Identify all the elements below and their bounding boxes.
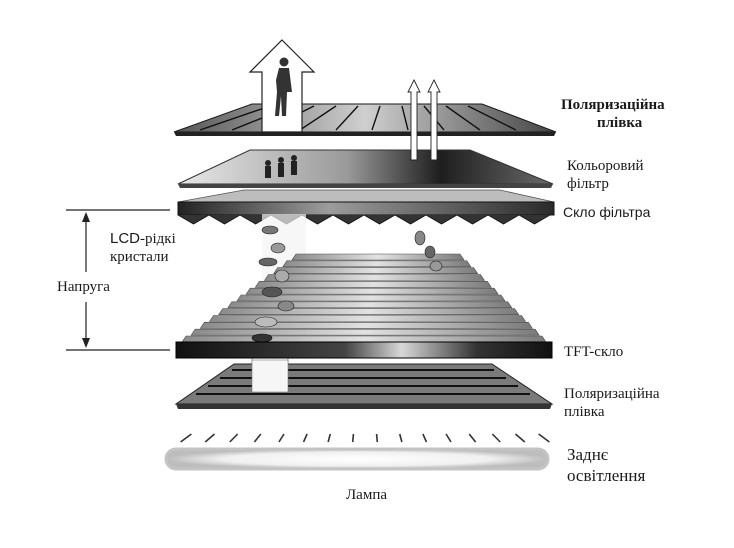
top-polarizer-layer: [173, 103, 557, 136]
filter-glass-teeth: [177, 214, 554, 225]
backlight-ray: [514, 433, 526, 443]
label-color-filter: Кольоровий фільтр: [567, 158, 644, 192]
figure-silhouettes: [265, 155, 297, 178]
label-backlight: Заднє освітлення: [567, 445, 646, 485]
backlight-ray: [468, 433, 477, 443]
backlight-ray: [180, 433, 192, 443]
backlight-ray: [398, 433, 403, 443]
crystal-rib: [236, 294, 506, 302]
crystal-rib: [263, 274, 486, 281]
crystal-rib: [282, 260, 472, 268]
backlight-ray: [491, 433, 501, 443]
label-lamp: Лампа: [346, 487, 388, 503]
liquid-crystal-layer: [181, 253, 547, 343]
viewer-figure: [275, 57, 292, 116]
crystal-rib: [254, 281, 492, 288]
crystal-rib: [190, 328, 540, 336]
bottom-polarizer-layer: [174, 359, 554, 409]
light-output-arrows-small: [407, 78, 441, 161]
backlight-ray: [302, 433, 308, 443]
backlight-ray: [538, 433, 550, 443]
crystal-rib: [208, 315, 527, 322]
crystal-rib: [218, 308, 520, 315]
crystal-molecules: [251, 225, 443, 343]
crystal-rib: [245, 287, 499, 295]
tft-glass-layer: [175, 341, 553, 359]
backlight-ray: [327, 433, 332, 443]
crystal-rib: [227, 301, 513, 309]
backlight-ray: [445, 433, 452, 443]
crystal-rib: [199, 322, 533, 329]
label-voltage: Напруга: [57, 279, 110, 295]
label-tft-glass: TFT-скло: [564, 344, 624, 360]
filter-glass-layer: [177, 189, 555, 225]
backlight-ray: [229, 433, 239, 443]
crystal-rib: [291, 253, 465, 261]
backlight-ray: [375, 433, 379, 443]
label-lcd: LCD-рідкі кристали: [110, 230, 176, 265]
crystal-rib: [181, 335, 547, 343]
lamp: [164, 447, 550, 471]
voltage-bracket: [66, 209, 170, 351]
backlight-ray: [204, 433, 216, 443]
crystal-rib: [273, 267, 479, 274]
backlight-ray: [422, 433, 428, 443]
backlight-ray: [351, 433, 355, 443]
backlight-ray: [253, 433, 262, 443]
backlight-ray: [278, 433, 285, 443]
label-bottom-polarizer: Поляризаційна плівка: [564, 386, 660, 420]
label-top-polarizer: Поляризаційна плівка: [561, 97, 665, 131]
backlight-rays: [180, 433, 550, 443]
label-filter-glass: Скло фільтра: [563, 204, 651, 220]
color-filter-layer: [177, 149, 554, 188]
